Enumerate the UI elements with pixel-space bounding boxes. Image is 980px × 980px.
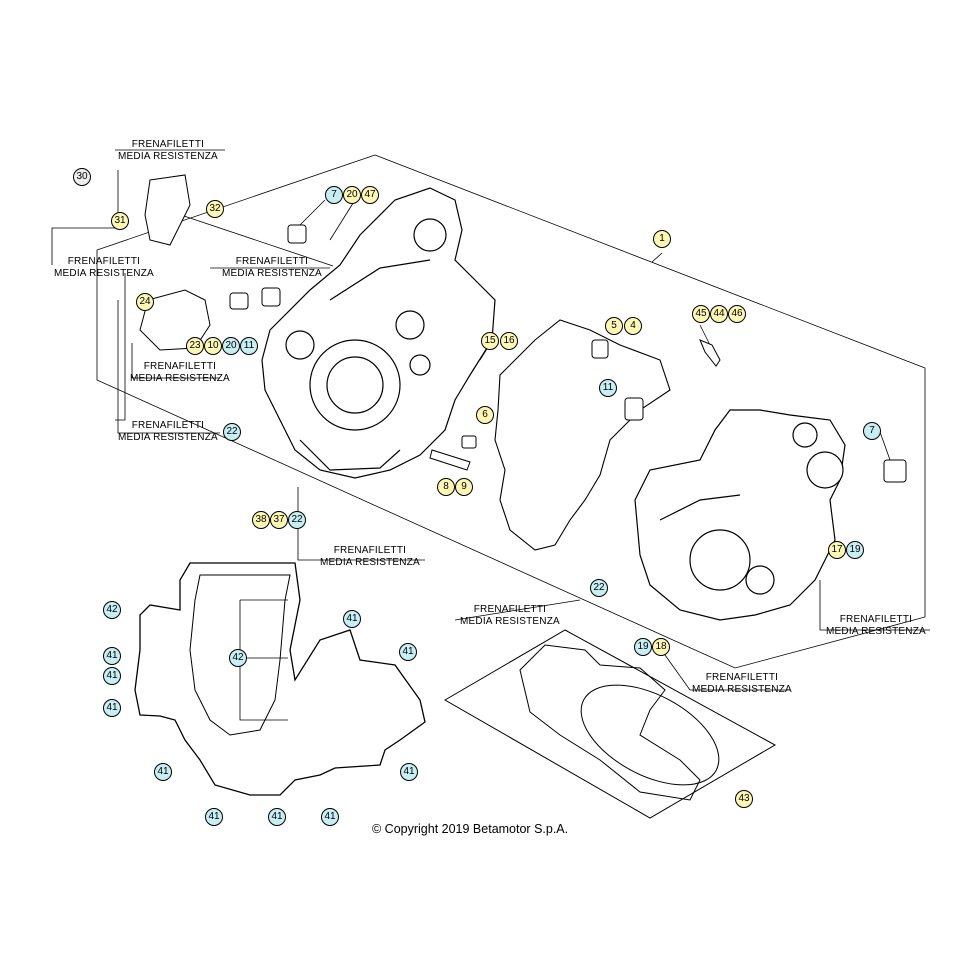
callout-4[interactable]: 4 — [624, 317, 642, 335]
callout-24[interactable]: 24 — [136, 293, 154, 311]
callout-41-i[interactable]: 41 — [268, 808, 286, 826]
callout-41-e[interactable]: 41 — [103, 699, 121, 717]
small-parts — [139, 174, 907, 483]
callout-5[interactable]: 5 — [605, 317, 623, 335]
crankcase-gasket-drawing — [134, 562, 426, 796]
callout-7-top[interactable]: 7 — [325, 186, 343, 204]
callout-44[interactable]: 44 — [710, 305, 728, 323]
callout-41-g[interactable]: 41 — [400, 763, 418, 781]
callout-41-f[interactable]: 41 — [154, 763, 172, 781]
callout-30[interactable]: 30 — [73, 168, 91, 186]
callout-37[interactable]: 37 — [270, 511, 288, 529]
callout-42-left[interactable]: 42 — [103, 601, 121, 619]
callout-22-center[interactable]: 22 — [590, 579, 608, 597]
assembly-outline — [96, 154, 926, 669]
callout-23[interactable]: 23 — [186, 337, 204, 355]
callout-41-j[interactable]: 41 — [321, 808, 339, 826]
callout-19[interactable]: 19 — [634, 638, 652, 656]
callout-22-left[interactable]: 22 — [223, 423, 241, 441]
callout-42[interactable]: 42 — [229, 649, 247, 667]
callout-41-d[interactable]: 41 — [103, 667, 121, 685]
callout-43[interactable]: 43 — [735, 790, 753, 808]
right-crankcase-drawing — [634, 409, 846, 621]
callout-41-b[interactable]: 41 — [399, 643, 417, 661]
callout-10[interactable]: 10 — [204, 337, 222, 355]
callout-32[interactable]: 32 — [206, 200, 224, 218]
callout-31[interactable]: 31 — [111, 212, 129, 230]
callout-18[interactable]: 18 — [652, 638, 670, 656]
gasket-kit-drawing — [444, 629, 777, 819]
callout-20-top[interactable]: 20 — [343, 186, 361, 204]
copyright-text: © Copyright 2019 Betamotor S.p.A. — [372, 822, 569, 836]
callout-11[interactable]: 11 — [599, 379, 617, 397]
callout-15[interactable]: 15 — [481, 332, 499, 350]
callout-38[interactable]: 38 — [252, 511, 270, 529]
callout-47[interactable]: 47 — [361, 186, 379, 204]
callout-20[interactable]: 20 — [222, 337, 240, 355]
center-gasket-drawing — [494, 319, 671, 551]
callout-19-right[interactable]: 19 — [846, 541, 864, 559]
callout-22[interactable]: 22 — [288, 511, 306, 529]
callout-9[interactable]: 9 — [455, 478, 473, 496]
left-crankcase-drawing — [261, 187, 496, 479]
callout-11-left[interactable]: 11 — [240, 337, 258, 355]
callout-45[interactable]: 45 — [692, 305, 710, 323]
callout-8[interactable]: 8 — [437, 478, 455, 496]
callout-16[interactable]: 16 — [500, 332, 518, 350]
callout-41-c[interactable]: 41 — [103, 647, 121, 665]
callout-41-a[interactable]: 41 — [343, 610, 361, 628]
callout-41-h[interactable]: 41 — [205, 808, 223, 826]
callout-7[interactable]: 7 — [863, 422, 881, 440]
callout-46[interactable]: 46 — [728, 305, 746, 323]
callout-17[interactable]: 17 — [828, 541, 846, 559]
callout-1[interactable]: 1 — [653, 230, 671, 248]
callout-6[interactable]: 6 — [476, 406, 494, 424]
